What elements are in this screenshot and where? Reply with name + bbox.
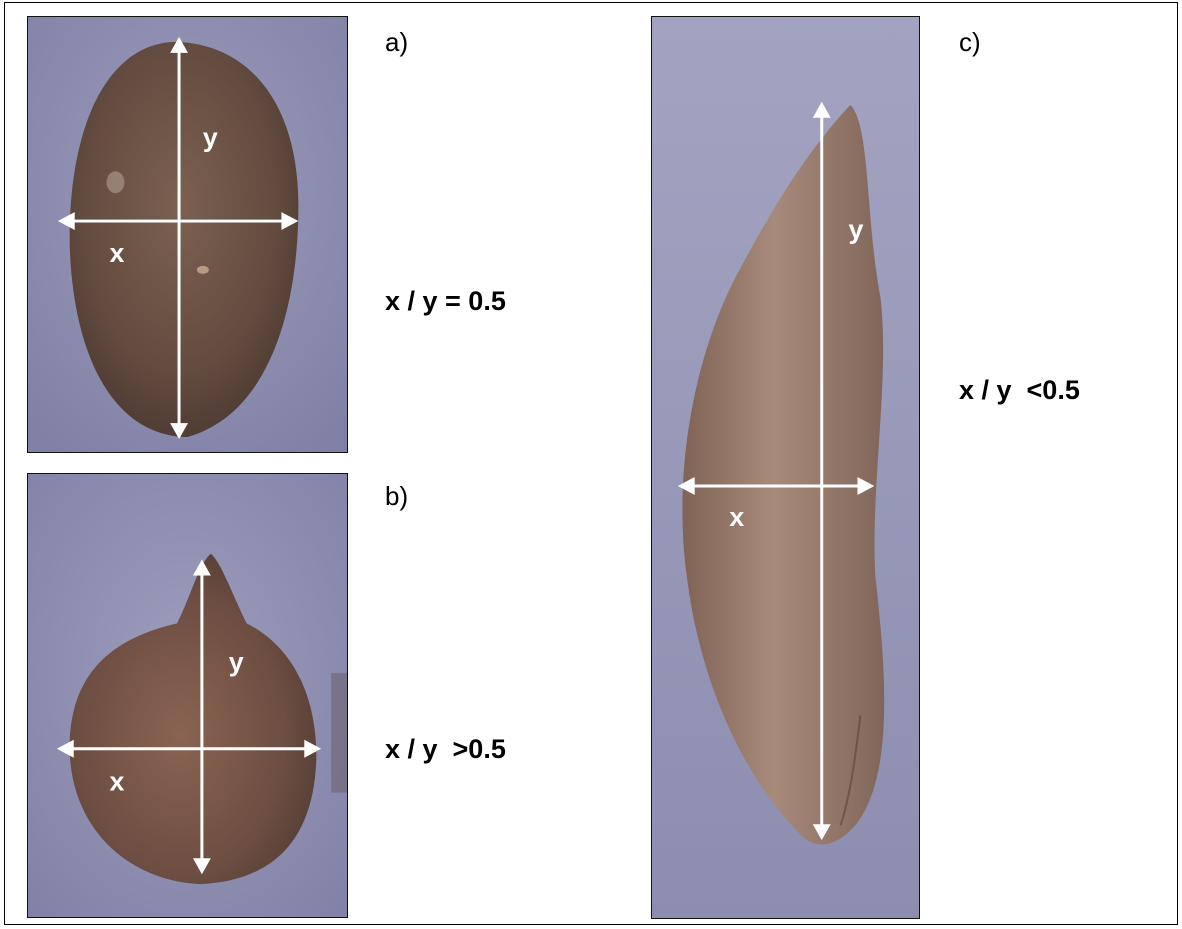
axis-label-y: y <box>203 122 218 152</box>
axis-label-x: x <box>109 767 124 797</box>
figure-frame: y x <box>4 2 1178 925</box>
tuber-elongated-image: y x <box>652 17 919 918</box>
ratio-text-c: x / y <0.5 <box>959 375 1080 406</box>
tuber-pointed-image: y x <box>28 474 347 917</box>
photo-panel-c: y x <box>651 16 920 919</box>
axis-label-y: y <box>229 647 244 677</box>
ratio-text-b: x / y >0.5 <box>385 734 506 765</box>
axis-label-x: x <box>729 502 744 532</box>
ratio-text-a: x / y = 0.5 <box>385 286 506 317</box>
panel-label-a: a) <box>385 27 408 58</box>
photo-panel-a: y x <box>27 16 348 453</box>
axis-label-x: x <box>109 238 124 268</box>
axis-label-y: y <box>849 214 864 244</box>
photo-panel-b: y x <box>27 473 348 918</box>
tuber-round-image: y x <box>28 17 347 452</box>
panel-label-b: b) <box>385 481 408 512</box>
panel-label-c: c) <box>959 27 981 58</box>
